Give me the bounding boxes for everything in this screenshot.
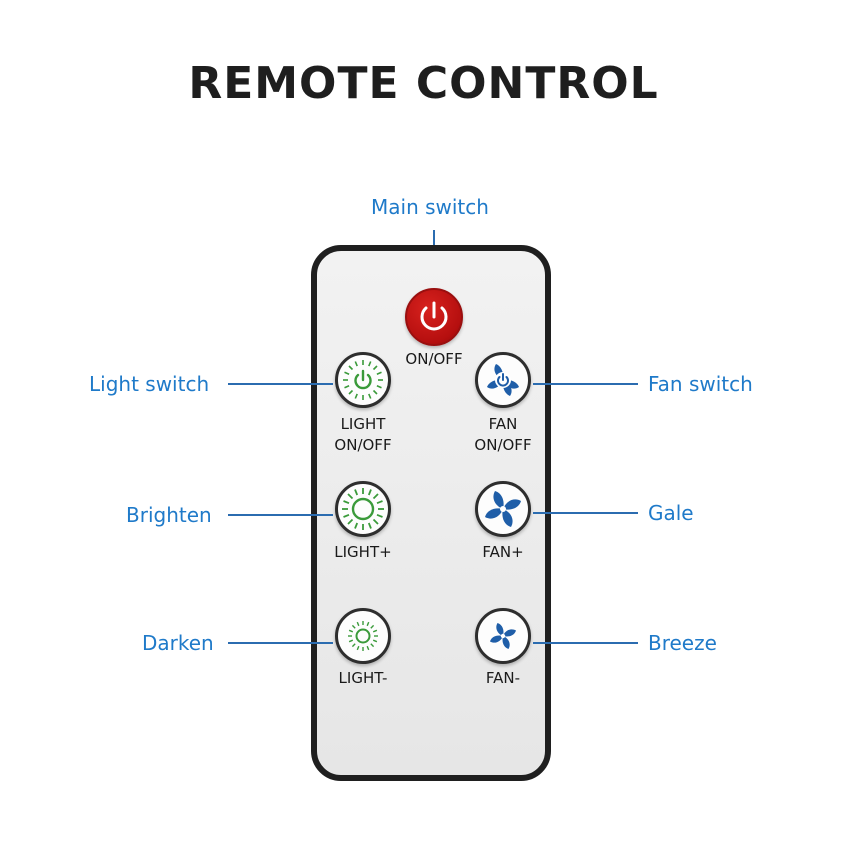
callout-line-light-switch [228,383,333,385]
power-button[interactable] [405,288,463,346]
light-dim-icon [348,621,378,651]
callout-light-switch: Light switch [89,372,210,396]
power-button-label: ON/OFF [405,350,463,368]
page-title: REMOTE CONTROL [188,58,659,109]
light-minus-button[interactable] [335,608,391,664]
fan-minus-label: FAN- [485,669,521,687]
callout-line-fan-switch [533,383,638,385]
fan-icon [485,491,521,527]
callout-line-breeze [533,642,638,644]
callout-line-darken [228,642,333,644]
fan-power-icon [487,364,519,396]
fan-minus-button[interactable] [475,608,531,664]
light-minus-label: LIGHT- [338,669,388,687]
fan-plus-label: FAN+ [482,543,524,561]
callout-fan-switch: Fan switch [648,372,753,396]
callout-gale: Gale [648,501,694,525]
fan-onoff-button[interactable] [475,352,531,408]
light-plus-label: LIGHT+ [334,543,392,561]
fan-plus-button[interactable] [475,481,531,537]
light-onoff-button[interactable] [335,352,391,408]
callout-breeze: Breeze [648,631,717,655]
fan-onoff-label-line2: ON/OFF [474,436,532,454]
light-onoff-label-line1: LIGHT [340,415,386,433]
callout-line-gale [533,512,638,514]
fan-onoff-label: FAN ON/OFF [453,414,553,456]
fan-small-icon [490,623,516,649]
callout-line-brighten [228,514,333,516]
light-bright-icon [342,488,384,530]
callout-main-switch: Main switch [371,195,489,219]
callout-darken: Darken [142,631,214,655]
light-onoff-label: LIGHT ON/OFF [313,414,413,456]
power-icon [420,301,448,331]
fan-onoff-label-line1: FAN [488,415,518,433]
light-plus-button[interactable] [335,481,391,537]
light-power-icon [343,360,383,400]
callout-brighten: Brighten [126,503,212,527]
light-onoff-label-line2: ON/OFF [334,436,392,454]
